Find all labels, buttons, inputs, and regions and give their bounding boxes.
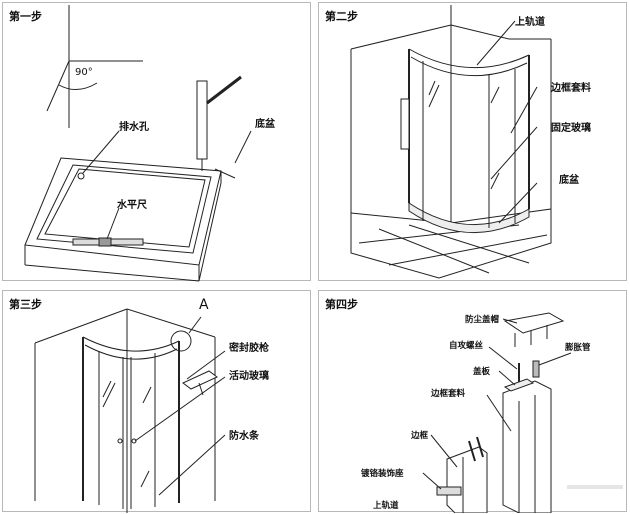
upper-rail-cut-label: 上轨道 xyxy=(373,501,399,511)
base-tray-label: 底盆 xyxy=(559,175,579,186)
upper-rail-arc-inner xyxy=(411,57,527,76)
drain-hole-circle xyxy=(78,173,84,179)
fixed-glass-leader xyxy=(491,127,537,179)
pipe-handle xyxy=(207,77,241,103)
frame-cover-label: 边框套料 xyxy=(431,389,466,399)
step-1-title: 第一步 xyxy=(9,10,42,23)
plated-base-label: 镀铬装饰座 xyxy=(361,469,404,479)
glass-highlight-4 xyxy=(141,471,149,487)
frame-screw-1 xyxy=(469,441,475,461)
plated-base-shape xyxy=(437,487,461,495)
door-handle-right xyxy=(132,439,136,443)
wall-left-top xyxy=(351,25,451,49)
frame-leader xyxy=(431,435,457,467)
tile-line-4 xyxy=(389,235,547,265)
sealant-gun-leader xyxy=(187,351,225,379)
tray-edge-leader xyxy=(215,169,235,178)
base-tray-label: 底盆 xyxy=(255,119,275,130)
upper-rail-arc xyxy=(409,49,529,68)
detail-a-leader xyxy=(189,317,201,333)
upper-rail-arc-inner xyxy=(85,345,177,359)
drain-pipe xyxy=(197,81,207,159)
sealant-gun xyxy=(183,371,217,389)
detail-a-label: A xyxy=(199,297,209,313)
wall-right-top xyxy=(451,25,509,39)
glass-highlight-4 xyxy=(491,173,499,189)
expansion-tube-shape xyxy=(533,361,539,377)
glass-highlight-1 xyxy=(429,81,435,95)
base-tray-shape xyxy=(409,203,529,233)
tray-bottom-edge xyxy=(25,265,199,281)
sliding-glass-install-drawing xyxy=(3,291,312,513)
sliding-glass-label: 活动玻璃 xyxy=(229,371,269,382)
dust-cap-label: 防尘盖帽 xyxy=(465,315,500,325)
frame-cover-label: 边框套料 xyxy=(551,83,591,94)
glass-highlight-3 xyxy=(491,87,499,103)
level-leader xyxy=(107,208,119,239)
step-3-title: 第三步 xyxy=(9,298,42,311)
glass-highlight-2 xyxy=(103,383,115,407)
fixed-glass-install-drawing xyxy=(319,3,628,282)
drain-hole-label: 排水孔 xyxy=(119,122,149,133)
wall-right-top xyxy=(127,309,215,337)
tapping-screw-label: 自攻螺丝 xyxy=(449,341,484,351)
tray-bottom-right-edge xyxy=(199,183,221,281)
cover-plate-leader xyxy=(499,371,515,385)
expansion-tube-leader xyxy=(539,353,571,365)
waterproof-strip-label: 防水条 xyxy=(229,431,259,442)
glass-highlight-1 xyxy=(103,381,111,397)
sealant-gun-label: 密封胶枪 xyxy=(229,343,269,354)
tray-inner-basin xyxy=(45,169,205,247)
sliding-glass-leader xyxy=(135,377,225,441)
cover-plate-shape xyxy=(505,379,533,391)
tile-line-1 xyxy=(379,229,489,273)
tapping-screw-leader xyxy=(489,347,517,369)
level-bubble xyxy=(99,238,111,246)
upper-rail-label: 上轨道 xyxy=(515,17,545,28)
wall-diagonal-line xyxy=(47,61,69,111)
frame-cover-leader xyxy=(487,395,511,431)
base-tray-leader xyxy=(235,131,251,163)
base-tray-install-drawing xyxy=(3,3,312,282)
frame-screw-2 xyxy=(477,437,483,457)
level-label: 水平尺 xyxy=(117,200,147,211)
step-2-panel: 第二步 xyxy=(318,2,627,281)
upper-rail-leader xyxy=(477,21,515,65)
frame-piece xyxy=(447,447,487,513)
glass-highlight-3 xyxy=(143,387,151,403)
tray-outer xyxy=(25,158,221,265)
step-1-panel: 第一步 xyxy=(2,2,311,281)
step-2-title: 第二步 xyxy=(325,10,358,23)
frame-label: 边框 xyxy=(411,431,429,441)
frame-cover-body xyxy=(503,381,551,513)
dust-cap-leader xyxy=(503,319,517,323)
frame-cover-leader xyxy=(511,87,537,133)
frame-assembly-drawing xyxy=(319,291,628,513)
tile-line-2 xyxy=(409,225,529,263)
angle-label: 90° xyxy=(75,67,93,78)
upper-rail-arc xyxy=(83,337,179,351)
waterproof-strip-leader xyxy=(159,435,225,495)
left-bracket xyxy=(401,99,409,149)
fixed-glass-label: 固定玻璃 xyxy=(551,123,591,134)
glass-highlight-2 xyxy=(429,85,439,107)
base-tray-leader xyxy=(499,183,537,223)
angle-arc xyxy=(59,83,97,90)
door-handle-left xyxy=(118,439,122,443)
step-4-panel: 第四步 xyxy=(318,290,628,513)
expansion-tube-label: 膨胀管 xyxy=(565,343,591,353)
drain-hole-leader xyxy=(83,131,119,173)
plated-base-leader xyxy=(423,473,441,489)
dust-cap-plate xyxy=(505,313,563,333)
step-3-panel: 第三步 xyxy=(2,290,311,512)
cover-plate-label: 盖板 xyxy=(473,367,491,377)
wall-left-top xyxy=(35,309,127,343)
step-4-title: 第四步 xyxy=(325,298,358,311)
detail-a-circle xyxy=(171,331,191,351)
tray-inner-rim xyxy=(37,165,211,253)
